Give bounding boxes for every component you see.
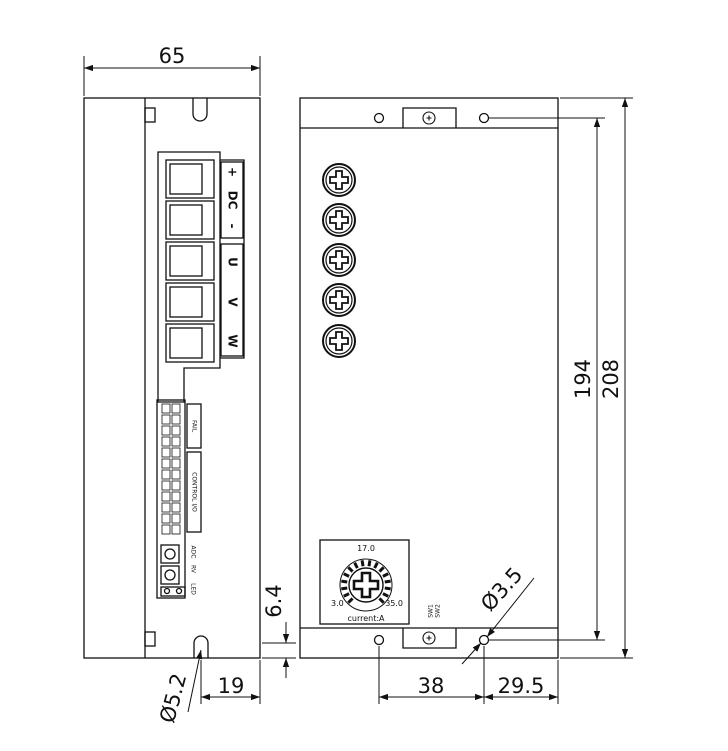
terminal-screw-window bbox=[169, 327, 203, 359]
dial-tick bbox=[353, 562, 359, 569]
dial-ticks bbox=[341, 560, 391, 604]
top-mounting-slot bbox=[192, 98, 208, 122]
terminal-screw-window bbox=[169, 245, 203, 277]
dial-tick bbox=[347, 566, 354, 573]
terminal-slot bbox=[165, 241, 215, 281]
terminal-u-label: U bbox=[226, 257, 240, 267]
phillips-screw-icon bbox=[322, 243, 356, 277]
side-view bbox=[83, 97, 261, 659]
phillips-screw-icon bbox=[322, 203, 356, 237]
dim-hole-diameter-label: Ø3.5 bbox=[476, 563, 527, 616]
bottom-screw-plate bbox=[402, 628, 457, 649]
front-view-body bbox=[299, 97, 559, 659]
phillips-screw-icon bbox=[322, 324, 356, 358]
fail-label-box bbox=[186, 403, 202, 449]
top-plate-screw-icon bbox=[422, 111, 436, 125]
bottom-plate-screw-icon bbox=[422, 631, 436, 645]
dial-panel bbox=[319, 539, 410, 625]
dim-194-label: 194 bbox=[571, 359, 595, 399]
signal-connector-strip bbox=[156, 399, 186, 599]
terminal-screw-window bbox=[169, 163, 203, 195]
dial-tick bbox=[378, 566, 385, 573]
control-io-label-box bbox=[186, 451, 202, 533]
dim-19-label: 19 bbox=[218, 674, 245, 698]
dial-tick bbox=[378, 597, 385, 604]
dial-caption: current:A bbox=[347, 614, 385, 623]
dimension-lines bbox=[83, 56, 633, 713]
phillips-screw-icon bbox=[322, 283, 356, 317]
terminal-dc-label: DC bbox=[226, 191, 240, 210]
dim-208-label: 208 bbox=[599, 359, 623, 399]
terminal-block-outline bbox=[157, 151, 245, 403]
dial-labels: 17.0 3.0 35.0 current:A bbox=[331, 544, 403, 623]
rv-pot bbox=[160, 565, 180, 585]
leader-slot-diameter bbox=[187, 649, 203, 713]
top-left-hole bbox=[373, 112, 385, 124]
uvw-label-box bbox=[220, 243, 244, 357]
dial-tick bbox=[367, 560, 372, 567]
bottom-mounting-slot bbox=[193, 635, 209, 658]
dim-slot-diameter-label: Ø5.2 bbox=[155, 671, 191, 725]
leader-hole-diameter bbox=[486, 577, 535, 638]
dimension-labels: 65 194 208 6.4 19 Ø5.2 38 29.5 Ø3.5 bbox=[155, 44, 623, 725]
dim-65-label: 65 bbox=[159, 44, 186, 68]
front-view bbox=[299, 97, 559, 659]
terminal-screw-window bbox=[169, 286, 203, 318]
phillips-screw-icon bbox=[322, 163, 356, 197]
dial-tick bbox=[373, 562, 379, 569]
led-block bbox=[160, 586, 186, 597]
dial-min-value: 3.0 bbox=[331, 599, 344, 608]
dial-tick bbox=[384, 586, 391, 591]
led-label: LED bbox=[190, 583, 197, 595]
terminal-screw-window bbox=[169, 204, 203, 236]
dial-tick bbox=[343, 592, 350, 598]
dial-tick bbox=[343, 572, 350, 578]
dial-tick bbox=[341, 586, 348, 591]
dial-knob bbox=[348, 567, 384, 603]
top-right-hole bbox=[478, 112, 490, 124]
current-dial bbox=[319, 539, 410, 625]
dial-tick bbox=[382, 572, 389, 578]
dial-top-value: 17.0 bbox=[357, 544, 375, 553]
dim-29-5-label: 29.5 bbox=[498, 674, 545, 698]
terminal-slot bbox=[165, 282, 215, 322]
dim-38-label: 38 bbox=[418, 674, 445, 698]
dial-tick bbox=[384, 579, 391, 584]
dial-tick bbox=[347, 597, 354, 604]
dial-tick bbox=[360, 560, 365, 567]
dial-tick bbox=[341, 579, 348, 584]
terminal-slot bbox=[165, 323, 215, 363]
bottom-left-hole bbox=[373, 634, 385, 646]
side-view-labels: + DC - U V W FAIL CONTROL I/O ADC RV LED bbox=[190, 167, 240, 595]
sw2-label: SW2 bbox=[435, 604, 442, 618]
dc-label-box bbox=[220, 161, 244, 239]
dial-outer bbox=[339, 558, 393, 612]
sw1-label: SW1 bbox=[428, 604, 435, 618]
terminal-screws bbox=[322, 163, 356, 358]
terminal-minus-label: - bbox=[226, 224, 240, 229]
dial-tick bbox=[382, 592, 389, 598]
adc-label: ADC bbox=[190, 546, 197, 559]
signal-pins bbox=[161, 403, 181, 535]
side-view-top-tab bbox=[144, 107, 156, 123]
control-io-label: CONTROL I/O bbox=[191, 472, 198, 512]
side-view-bottom-tab bbox=[144, 631, 156, 647]
terminal-slot bbox=[165, 159, 215, 199]
dial-knob-cross-icon bbox=[352, 571, 380, 599]
plate-screws bbox=[422, 111, 436, 645]
top-screw-plate bbox=[402, 107, 457, 128]
adc-pot bbox=[160, 544, 180, 564]
terminal-v-label: V bbox=[226, 297, 240, 307]
terminal-slot bbox=[165, 200, 215, 240]
terminal-plus-label: + bbox=[226, 167, 240, 177]
power-terminals bbox=[165, 159, 215, 363]
rv-label: RV bbox=[190, 565, 197, 574]
dim-6-4-label: 6.4 bbox=[262, 584, 286, 617]
side-view-body bbox=[83, 97, 261, 659]
fail-label: FAIL bbox=[191, 420, 198, 433]
terminal-w-label: W bbox=[226, 334, 240, 347]
dial-max-value: 35.0 bbox=[385, 599, 403, 608]
